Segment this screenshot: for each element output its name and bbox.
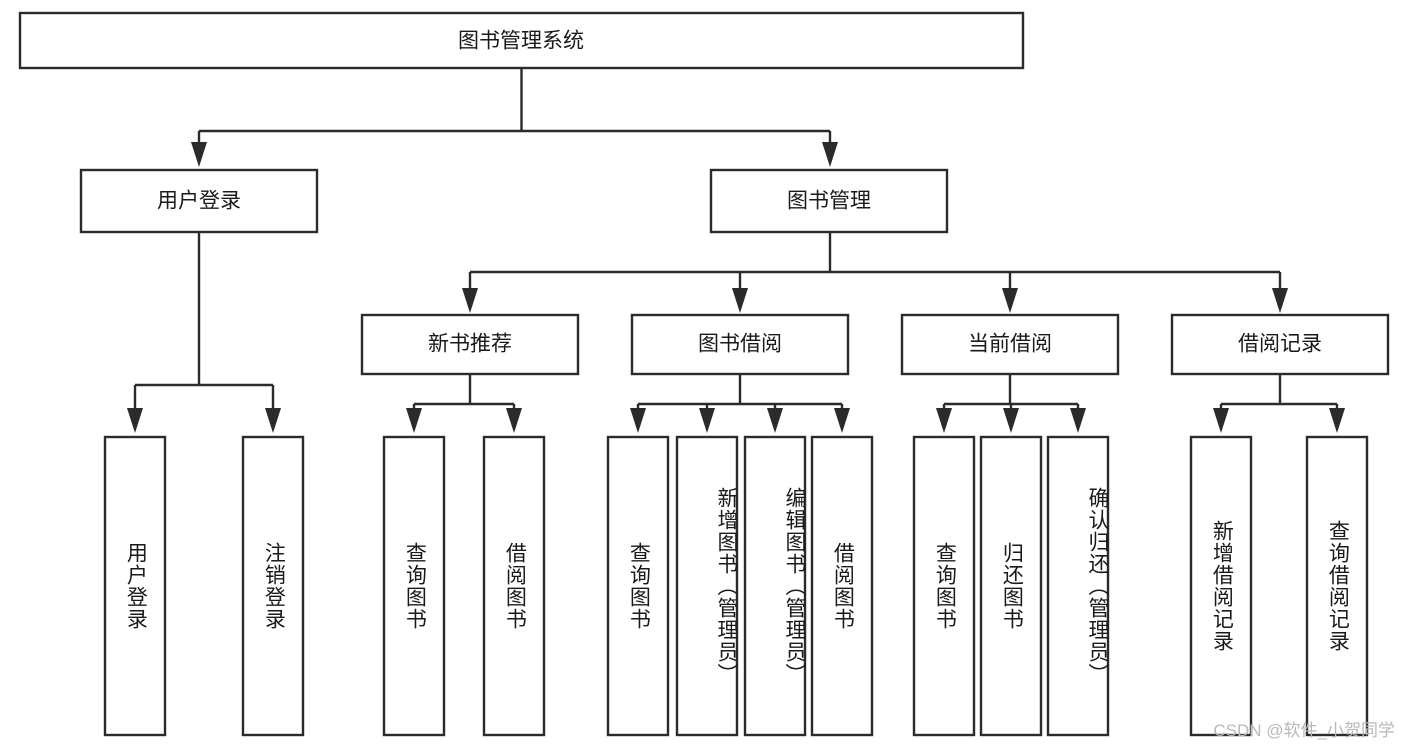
arrow-root-to-book-mgmt [822, 142, 838, 167]
node-book-mgmt-box[interactable] [709, 168, 949, 234]
arrow-book-mgmt-to-book-borrow [732, 288, 748, 313]
connector-group-new-book [406, 374, 522, 433]
arrow-root-to-user-login [191, 142, 207, 167]
node-borrow-record-box[interactable] [1170, 313, 1390, 376]
node-book-borrow-box[interactable] [630, 313, 850, 376]
arrow-book-borrow-leaf-2 [699, 408, 715, 433]
arrow-new-book-leaf-2 [506, 408, 522, 433]
arrow-book-mgmt-to-new-book [462, 288, 478, 313]
arrow-book-borrow-leaf-4 [834, 408, 850, 433]
arrow-new-book-leaf-1 [406, 408, 422, 433]
node-new-book-label: 新书推荐 [428, 333, 512, 356]
arrow-user-login-leaf-1 [127, 408, 143, 433]
watermark-label: CSDN @软件_小贺同学 [1213, 721, 1395, 740]
node-leaf-current-borrow-1-box[interactable] [912, 435, 976, 737]
node-leaf-borrow-record-2-box[interactable] [1305, 435, 1369, 737]
node-leaf-current-borrow-2-box[interactable] [979, 435, 1043, 737]
arrow-current-borrow-leaf-1 [936, 408, 952, 433]
arrow-current-borrow-leaf-3 [1070, 408, 1086, 433]
arrow-book-borrow-leaf-1 [630, 408, 646, 433]
connector-group-borrow-record [1213, 374, 1345, 433]
node-leaf-current-borrow-3-box[interactable] [1046, 435, 1110, 737]
node-root-label: 图书管理系统 [458, 30, 584, 53]
arrow-borrow-record-leaf-2 [1329, 408, 1345, 433]
node-leaf-new-book-2-box[interactable] [482, 435, 546, 737]
connector-group-current-borrow [936, 374, 1086, 433]
arrow-book-borrow-leaf-3 [767, 408, 783, 433]
node-current-borrow-label: 当前借阅 [968, 333, 1052, 356]
node-book-mgmt-label: 图书管理 [787, 190, 871, 213]
node-leaf-new-book-1-box[interactable] [382, 435, 446, 737]
node-leaf-book-borrow-3-box[interactable] [743, 435, 807, 737]
node-book-borrow-label: 图书借阅 [698, 333, 782, 356]
node-current-borrow-box[interactable] [900, 313, 1120, 376]
node-leaf-book-borrow-1-box[interactable] [606, 435, 670, 737]
node-root-box[interactable] [18, 11, 1025, 70]
connector-group-user-login [127, 232, 281, 433]
node-user-login-label: 用户登录 [157, 190, 241, 213]
node-borrow-record-label: 借阅记录 [1238, 333, 1322, 356]
arrow-book-mgmt-to-borrow-record [1272, 288, 1288, 313]
node-leaf-user-login-2-box[interactable] [241, 435, 305, 737]
connector-group-book-mgmt [462, 232, 1288, 313]
connector-group-book-borrow [630, 374, 850, 433]
arrow-book-mgmt-to-current-borrow [1002, 288, 1018, 313]
arrow-current-borrow-leaf-2 [1003, 408, 1019, 433]
arrow-borrow-record-leaf-1 [1213, 408, 1229, 433]
node-leaf-borrow-record-1-box[interactable] [1189, 435, 1253, 737]
node-user-login-box[interactable] [79, 168, 319, 234]
node-leaf-book-borrow-2-box[interactable] [675, 435, 739, 737]
node-new-book-box[interactable] [360, 313, 580, 376]
connector-group-root [191, 68, 838, 167]
arrow-user-login-leaf-2 [265, 408, 281, 433]
node-leaf-user-login-1-box[interactable] [103, 435, 167, 737]
node-leaf-book-borrow-4-box[interactable] [810, 435, 874, 737]
